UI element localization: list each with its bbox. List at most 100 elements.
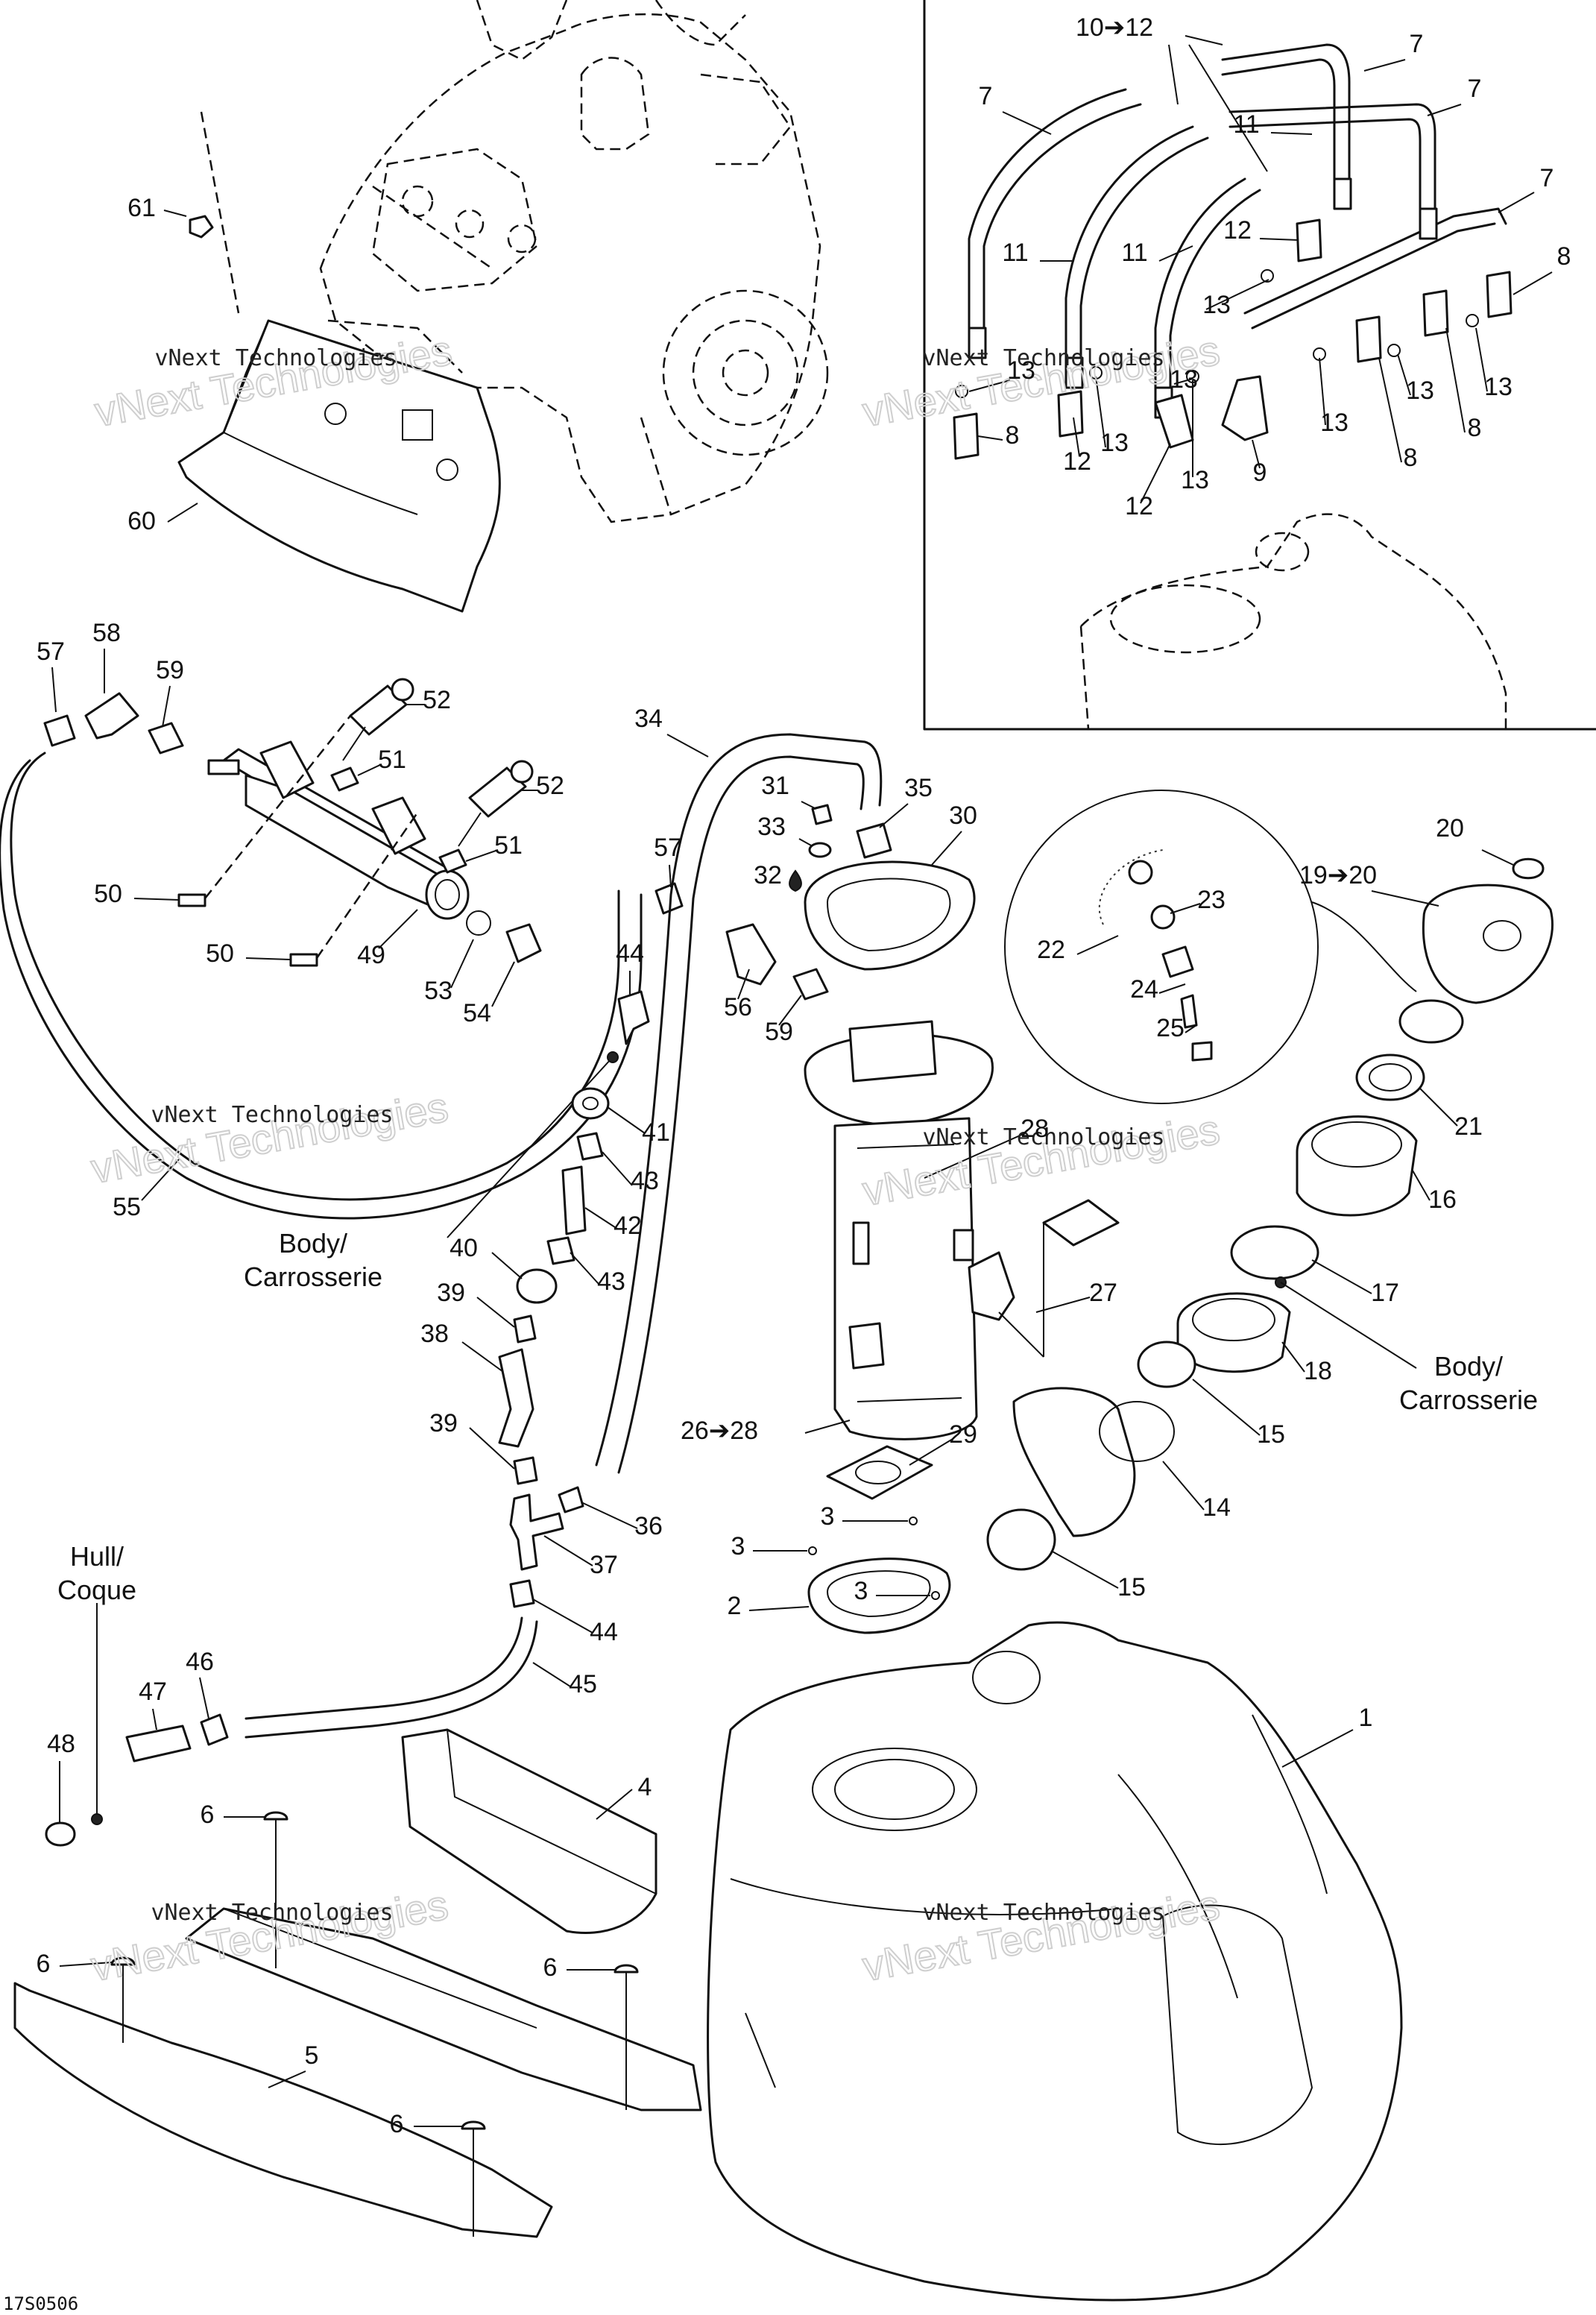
- callout-c32: 32: [754, 861, 782, 889]
- watermark-wm4: vNext Technologies: [922, 1124, 1164, 1150]
- callout-c56: 56: [724, 993, 752, 1021]
- callout-c13e: 13: [1406, 377, 1434, 405]
- hose-34: [595, 733, 883, 1474]
- callout-c36: 36: [634, 1512, 663, 1540]
- callout-c43b: 43: [597, 1267, 625, 1296]
- callout-c38: 38: [420, 1320, 449, 1348]
- callout-c4: 4: [638, 1773, 652, 1801]
- callout-c12c: 12: [1125, 492, 1153, 520]
- callout-c6c: 6: [543, 1953, 558, 1982]
- callout-c6b: 6: [37, 1950, 51, 1978]
- callout-c57a: 57: [37, 637, 65, 666]
- gasket-17: [1230, 1225, 1319, 1280]
- callout-c1: 1: [1359, 1704, 1373, 1732]
- elbow-58: [84, 692, 139, 740]
- watermark-outline-wm3: vNext Technologies: [88, 1083, 452, 1192]
- callout-c37: 37: [590, 1551, 618, 1579]
- clamp-36: [558, 1486, 584, 1514]
- o-ring-53: [466, 910, 491, 936]
- callout-c19: 19➔20: [1299, 861, 1377, 889]
- callout-c14: 14: [1202, 1493, 1231, 1522]
- callout-c11a: 11: [1233, 110, 1259, 139]
- check-valve-47: [125, 1725, 192, 1763]
- callout-c39a: 39: [437, 1279, 465, 1307]
- clip-61: [189, 215, 214, 239]
- filler-neck-16: [1296, 1115, 1418, 1217]
- screw-3b: [808, 1546, 817, 1555]
- callout-c2: 2: [728, 1592, 742, 1620]
- label-body-left-line2: Carrosserie: [244, 1262, 382, 1292]
- clamp-39b: [513, 1456, 538, 1485]
- flange-18: [1176, 1292, 1291, 1373]
- fuel-tank-1: [707, 1621, 1403, 2302]
- callout-c33: 33: [757, 813, 786, 841]
- nut-31: [811, 804, 833, 825]
- callout-c7d: 7: [1540, 164, 1554, 192]
- callout-c5: 5: [305, 2041, 319, 2070]
- callout-c13g: 13: [1320, 409, 1349, 437]
- engine-outline: [319, 0, 829, 523]
- callout-c15a: 15: [1257, 1420, 1285, 1449]
- callout-c55: 55: [113, 1193, 141, 1221]
- callout-c52b: 52: [536, 772, 564, 800]
- callout-c8c: 8: [1468, 414, 1482, 442]
- callout-c15b: 15: [1117, 1573, 1146, 1601]
- callout-c40: 40: [450, 1234, 478, 1262]
- label-body-left-line1: Body/: [279, 1228, 347, 1259]
- callout-c3c: 3: [854, 1577, 868, 1605]
- callout-c13c: 13: [1170, 365, 1198, 394]
- callout-c49: 49: [357, 941, 385, 969]
- drawing-reference: 17S0506: [3, 2293, 78, 2314]
- callout-c35: 35: [904, 774, 933, 802]
- callout-c10: 10➔12: [1076, 13, 1153, 42]
- connector-56: [725, 923, 777, 986]
- hose-38: [498, 1348, 534, 1448]
- callout-c7b: 7: [979, 82, 993, 110]
- callout-c11c: 11: [1121, 239, 1147, 267]
- watermark-wm5: vNext Technologies: [151, 1900, 393, 1926]
- clip-35: [856, 822, 892, 859]
- heat-shield-60: [177, 111, 501, 613]
- float-27: [1042, 1199, 1120, 1247]
- callout-c46: 46: [186, 1648, 214, 1676]
- filler-cap-19: [1422, 884, 1554, 1004]
- valve-40: [516, 1268, 558, 1304]
- callout-c8d: 8: [1404, 444, 1418, 472]
- callout-c48: 48: [47, 1730, 75, 1758]
- screw-3a: [909, 1516, 918, 1525]
- callout-c23: 23: [1197, 886, 1226, 914]
- callout-c21: 21: [1454, 1112, 1483, 1141]
- callout-c8a: 8: [1557, 242, 1571, 271]
- connector-59a: [148, 722, 184, 755]
- inset-tank: [1079, 513, 1507, 730]
- callout-c60: 60: [127, 507, 156, 535]
- clip-51b: [438, 848, 467, 874]
- bolt-50b: [289, 953, 318, 967]
- callout-c34: 34: [634, 705, 663, 733]
- screw-3c: [931, 1591, 940, 1600]
- callout-c54: 54: [463, 999, 491, 1027]
- callout-c13d: 13: [1484, 373, 1513, 401]
- callout-c13b: 13: [1007, 356, 1035, 385]
- nut-43a: [576, 1132, 604, 1161]
- callout-c9: 9: [1253, 459, 1267, 487]
- watermark-wm2: vNext Technologies: [922, 345, 1164, 371]
- callout-c47: 47: [139, 1678, 167, 1706]
- callout-c44b: 44: [590, 1618, 618, 1646]
- clamp-39a: [513, 1314, 537, 1344]
- callout-c22: 22: [1037, 936, 1065, 964]
- callout-c27: 27: [1089, 1279, 1117, 1307]
- callout-c59b: 59: [765, 1018, 793, 1046]
- callout-c45: 45: [569, 1670, 597, 1698]
- filler-hose-14: [1012, 1387, 1175, 1537]
- callout-c57b: 57: [654, 834, 682, 862]
- callout-c8b: 8: [1006, 421, 1020, 450]
- watermark-wm6: vNext Technologies: [922, 1900, 1164, 1926]
- drop-32: [789, 869, 802, 892]
- callout-c24: 24: [1130, 975, 1158, 1004]
- inset-frame: [923, 0, 1596, 731]
- plug-48: [45, 1821, 76, 1847]
- clamp-44b: [509, 1579, 535, 1608]
- clamp-15b: [986, 1508, 1056, 1571]
